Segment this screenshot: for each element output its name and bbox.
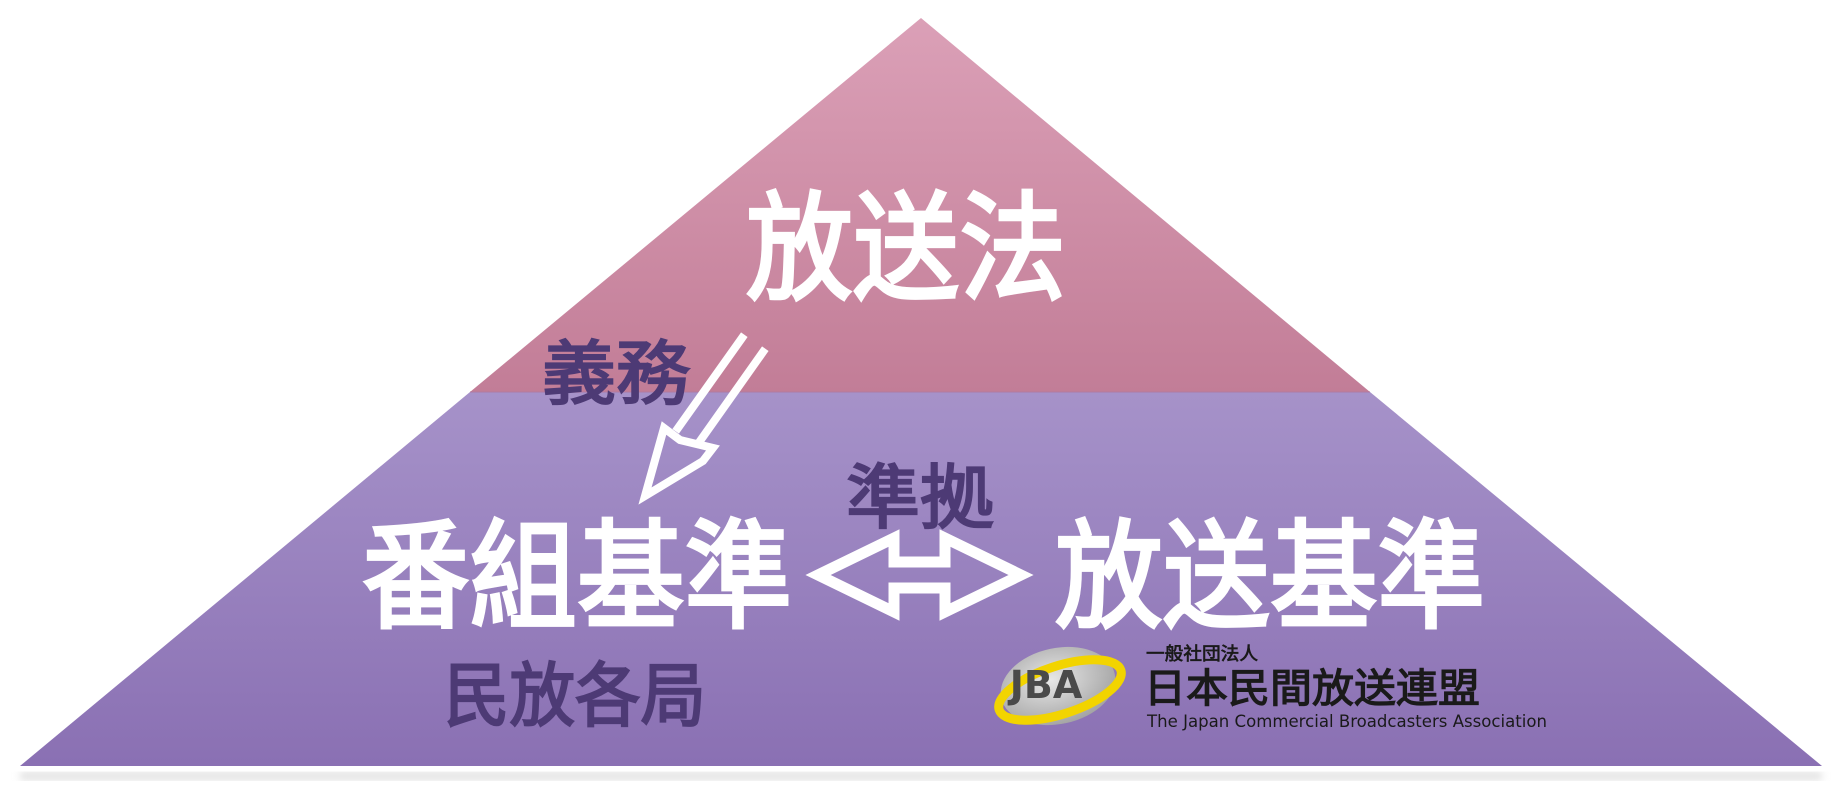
obligation-arrowhead-icon [638,421,720,505]
jba-logo-ring-icon [994,655,1126,725]
pyramid-shadow [20,772,1822,780]
bidirectional-arrow-icon [805,529,1034,621]
jba-logo: JBA [994,646,1126,726]
broadcasters-label: 民放各局 [444,655,706,737]
jba-name-en: The Japan Commercial Broadcasters Associ… [1146,712,1547,732]
right-standard-label: 放送基準 [1055,508,1485,646]
compliance-label: 準拠 [846,457,995,539]
top-label: 放送法 [746,180,1066,318]
obligation-arrow [672,332,769,447]
left-standard-label: 番組基準 [362,508,792,646]
jba-name-ja: 日本民間放送連盟 [1144,666,1480,712]
pyramid-bottom-tier [20,392,1822,766]
jba-org-type: 一般社団法人 [1146,643,1259,665]
obligation-label: 義務 [542,333,692,415]
pyramid-top-tier [470,18,1370,392]
jba-logo-text: JBA [1007,663,1083,707]
